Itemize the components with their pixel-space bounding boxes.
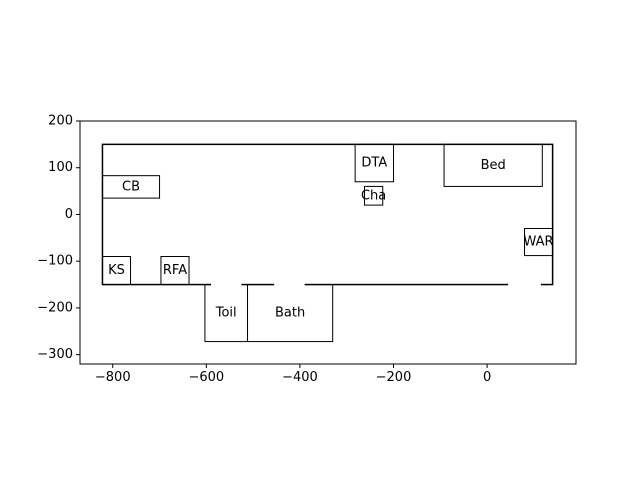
room-label: Cha — [361, 188, 386, 203]
room-label: Bed — [481, 158, 506, 173]
y-tick-label: 100 — [48, 160, 73, 175]
room-label: DTA — [361, 156, 387, 171]
room-label: Toil — [215, 306, 237, 321]
room-label: WAR — [524, 235, 554, 250]
y-tick-label: −200 — [37, 300, 73, 315]
room-label: Bath — [275, 306, 305, 321]
y-axis: −300 −200 −100 0 100 200 — [37, 114, 80, 362]
room-label: CB — [122, 179, 140, 194]
x-tick-label: −200 — [376, 370, 412, 385]
room-label: RFA — [163, 263, 187, 278]
y-tick-label: −100 — [37, 254, 73, 269]
floor-boundary — [101, 143, 554, 286]
x-tick-label: −800 — [95, 370, 131, 385]
x-tick-label: −400 — [282, 370, 318, 385]
room-rect — [363, 185, 384, 206]
y-tick-label: 0 — [65, 207, 73, 222]
axes-frame — [79, 120, 577, 365]
boundary-layer — [101, 143, 554, 286]
y-tick-label: 200 — [48, 114, 73, 129]
x-axis: −800 −600 −400 −200 0 — [95, 364, 491, 385]
room-cha: Cha — [361, 185, 386, 206]
room-label: KS — [108, 263, 125, 278]
x-tick-label: 0 — [483, 370, 491, 385]
x-tick-label: −600 — [188, 370, 224, 385]
y-tick-label: −300 — [37, 347, 73, 362]
